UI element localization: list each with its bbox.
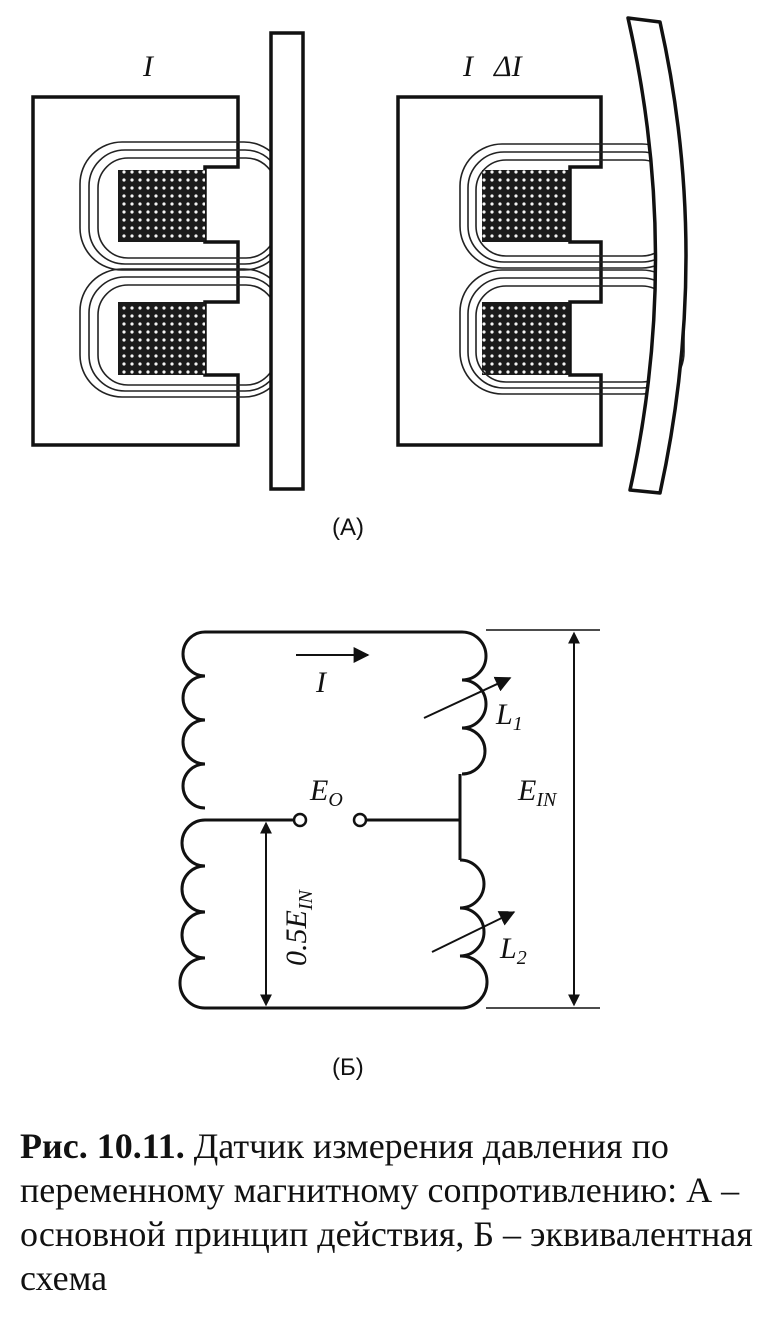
ein-label: EIN <box>517 774 558 811</box>
l2-variable-arrow <box>431 911 516 953</box>
coil-l2 <box>459 858 489 1010</box>
caption-number: Рис. 10.11. <box>20 1126 185 1166</box>
circuit-current-label: I <box>315 666 328 699</box>
half-ein-label: 0.5EIN <box>280 889 317 966</box>
panel-label-a: (А) <box>332 514 364 541</box>
l2-label: L2 <box>499 932 527 969</box>
left-winding-lower <box>178 818 206 1010</box>
e-core-right <box>396 95 603 447</box>
sensor-right: I ΔI <box>396 16 688 495</box>
l1-variable-arrow <box>423 676 512 719</box>
caption-text: Датчик измерения давления по переменному… <box>20 1126 753 1298</box>
eo-label: EO <box>309 774 343 811</box>
diaphragm-deflected <box>626 16 688 495</box>
panel-label-b: (Б) <box>332 1054 364 1081</box>
figure-caption: Рис. 10.11. Датчик измерения давления по… <box>20 1124 760 1300</box>
coil-lower-left <box>118 302 205 375</box>
l1-label: L1 <box>495 698 523 735</box>
coil-upper-left <box>118 170 205 242</box>
left-winding-upper <box>181 630 206 810</box>
coil-upper-right <box>482 170 570 242</box>
current-label-right: I <box>462 50 475 83</box>
sensor-left: I <box>31 31 305 491</box>
current-label-left: I <box>142 50 155 83</box>
ein-dimension <box>486 629 600 1009</box>
terminal-right <box>352 812 368 828</box>
terminal-left <box>292 812 308 828</box>
diaphragm-straight <box>269 31 305 491</box>
delta-current-label: ΔI <box>493 50 524 83</box>
coil-l1 <box>461 630 488 776</box>
equivalent-circuit <box>178 630 489 1010</box>
coil-lower-right <box>482 302 570 375</box>
